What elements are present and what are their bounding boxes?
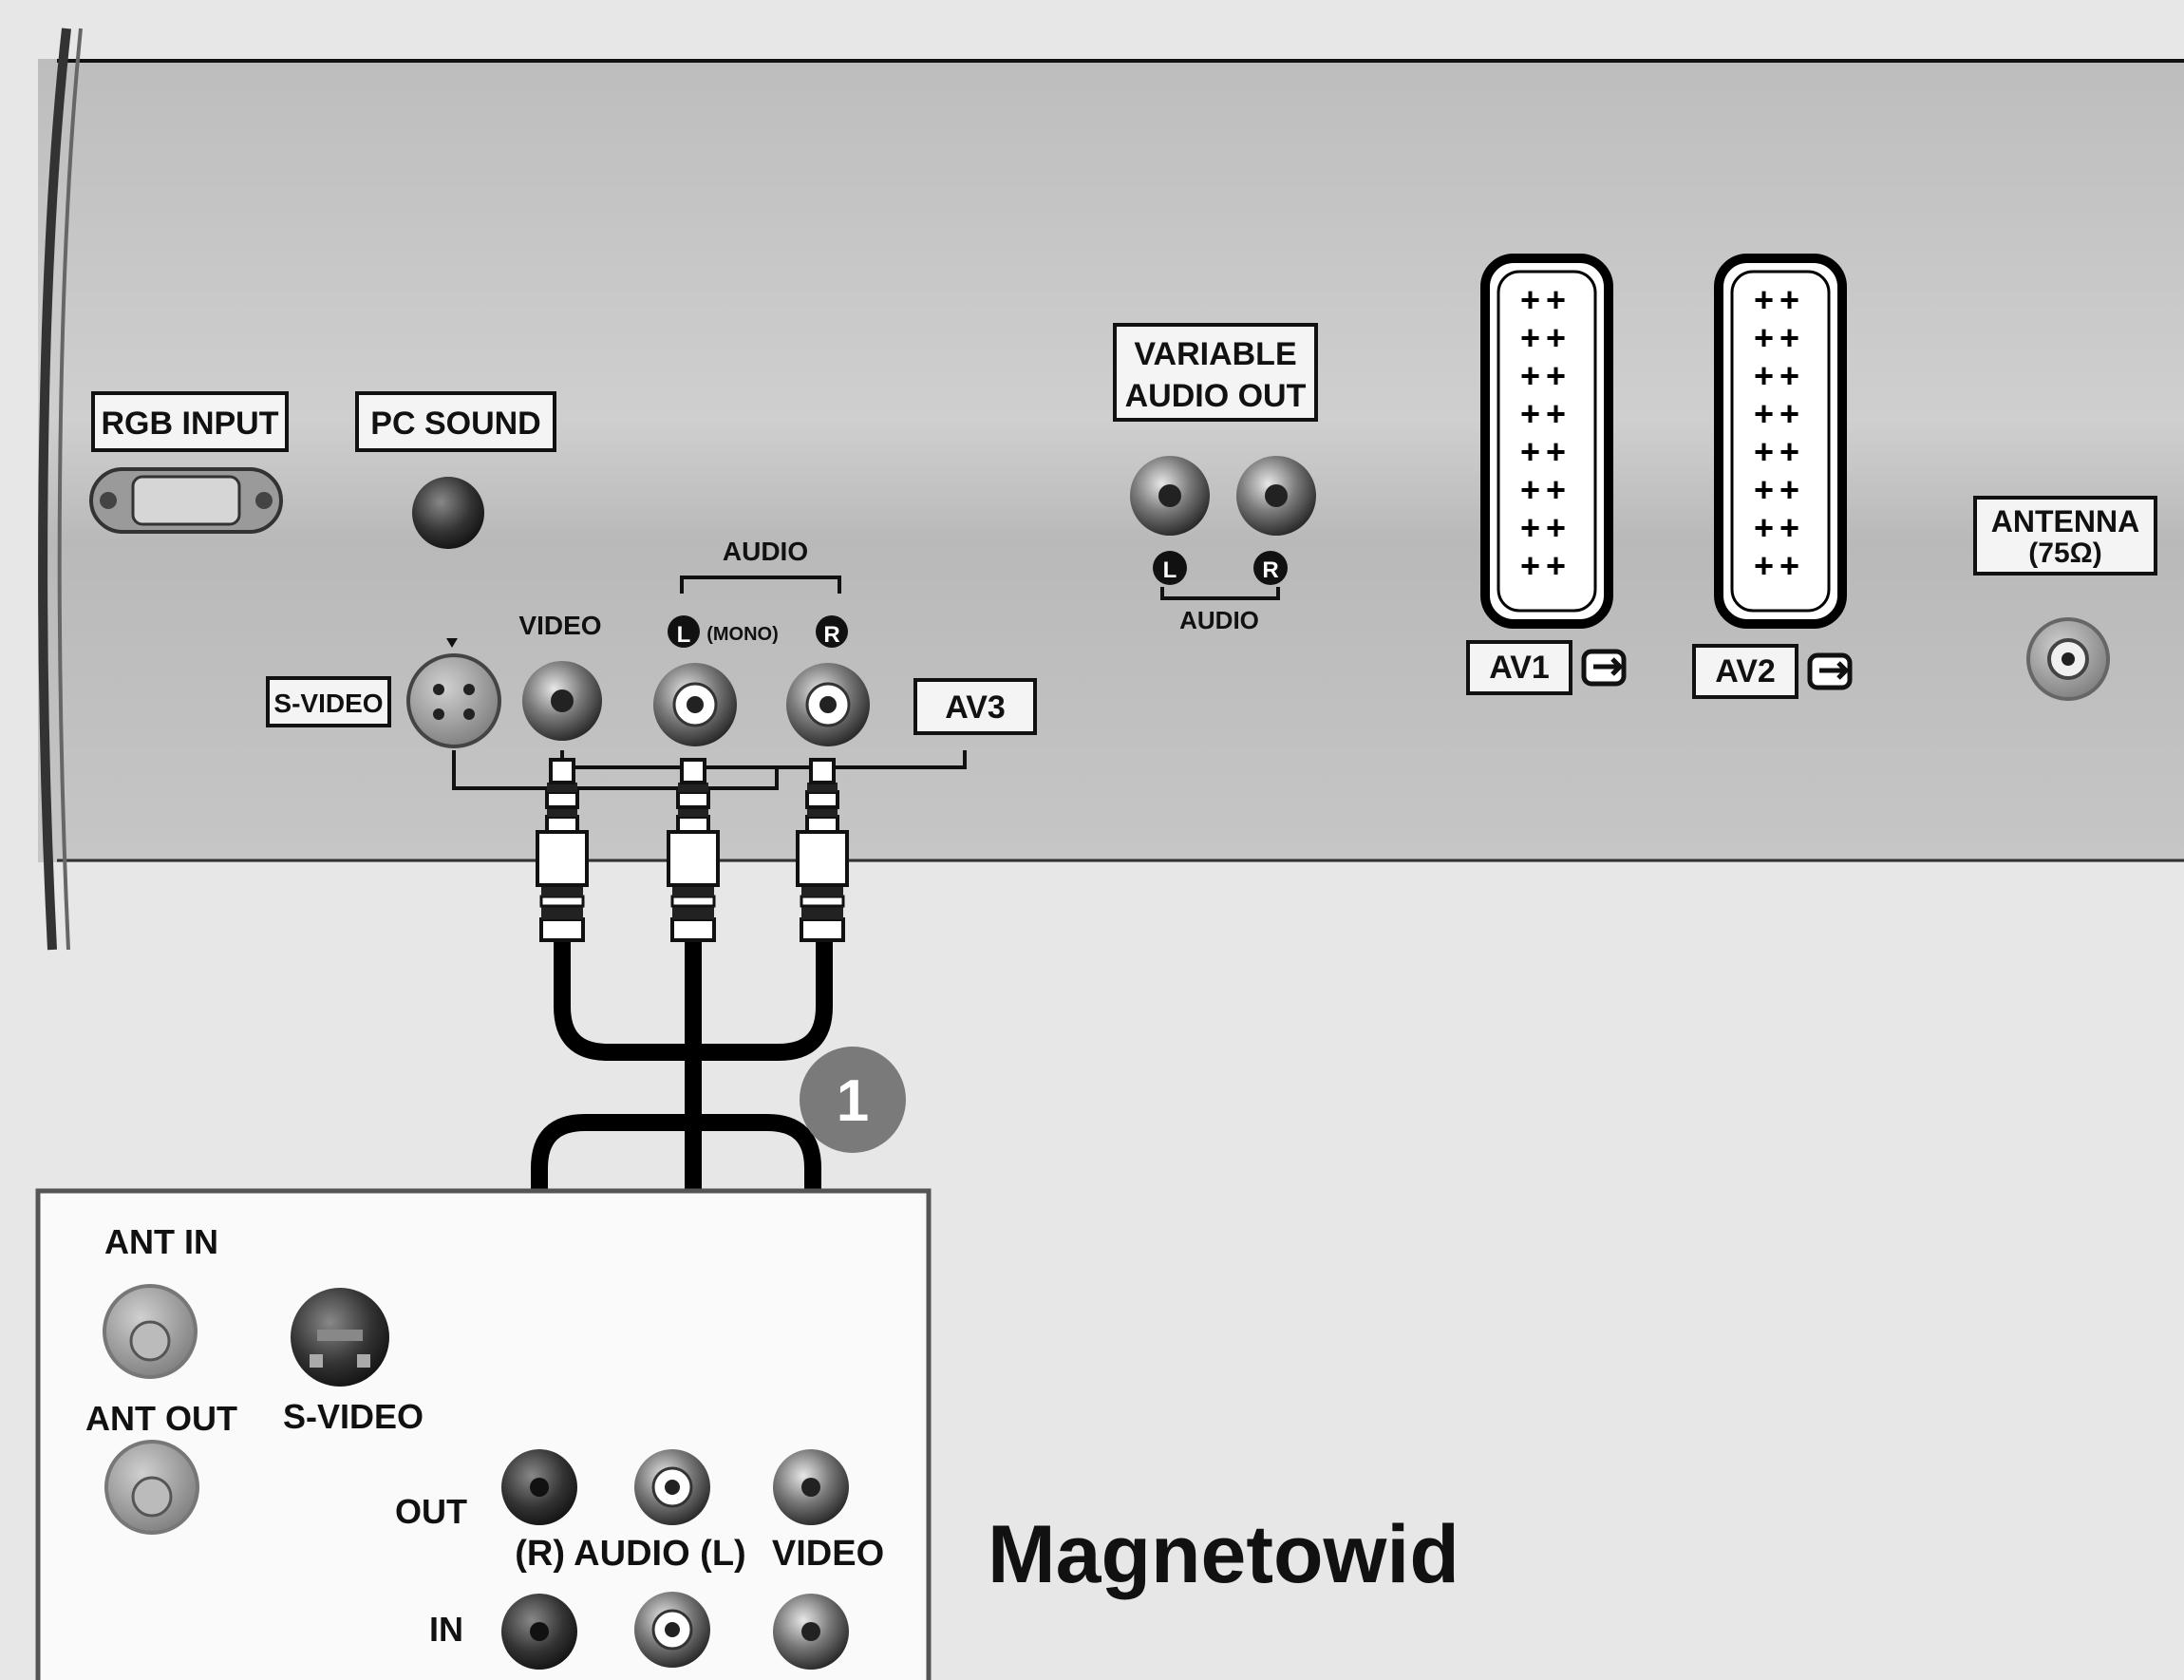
audio-l-jack [653,663,737,746]
vcr-out-audio-l-jack [634,1449,710,1525]
var-r-badge-text: R [1262,557,1278,583]
svg-text:++: ++ [1754,394,1805,433]
audio-l-badge [668,615,700,648]
vcr-panel: ANT IN ANT OUT S-VIDEO OUT [35,1188,932,1680]
rgb-input-label-box [91,391,289,452]
s-video-marker-icon [446,638,458,648]
panel-curved-edge-inner [57,28,83,951]
av3-label-box [913,678,1037,735]
s-video-label-box [266,676,391,727]
svg-text:++: ++ [1520,470,1572,509]
svg-text:++: ++ [1520,394,1572,433]
vcr-s-video-label: S-VIDEO [283,1397,424,1436]
av1-scart-icon [1581,649,1627,687]
svg-text:++: ++ [1520,356,1572,395]
antenna-label-box [1973,496,2157,576]
vcr-in-audio-l-jack [634,1592,710,1668]
audio-r-jack [786,663,870,746]
audio-r-badge-text: R [823,622,839,648]
av2-label-box [1692,644,1798,699]
pc-sound-jack [412,477,484,549]
video-jack-label: VIDEO [518,611,601,640]
av1-label: AV1 [1489,650,1550,686]
vcr-ant-in-label: ANT IN [104,1222,218,1261]
vcr-panel-body [35,1188,932,1680]
svg-text:++: ++ [1754,470,1805,509]
vcr-out-audio-r-jack [501,1449,577,1525]
svg-text:++: ++ [1754,508,1805,547]
svg-text:++: ++ [1754,318,1805,357]
tv-panel-body [38,59,2184,862]
antenna-jack [2026,617,2110,701]
var-audio-bracket [1160,587,1280,600]
svg-text:++: ++ [1520,432,1572,471]
var-l-badge [1153,551,1187,585]
audio-r-badge [816,615,848,648]
svg-text:++: ++ [1520,508,1572,547]
svg-text:++: ++ [1754,546,1805,585]
step-badge-number: 1 [837,1068,869,1134]
vcr-out-label: OUT [395,1492,467,1531]
vcr-in-video-jack [773,1594,849,1670]
svg-text:++: ++ [1754,280,1805,319]
av3-label: AV3 [945,689,1006,726]
audio-group-label: AUDIO [723,537,808,566]
audio-mono-label: (MONO) [706,624,779,645]
var-audio-label: AUDIO [1179,606,1259,634]
vcr-ant-in-jack [103,1284,198,1379]
svg-text:++: ++ [1754,432,1805,471]
video-jack [522,661,602,741]
variable-audio-r-jack [1236,456,1316,536]
svg-text:++: ++ [1520,546,1572,585]
rgb-input-port [89,467,283,534]
step-badge [800,1047,906,1153]
rca-cable-set [513,758,849,1388]
var-l-badge-text: L [1163,557,1177,583]
audio-l-badge-text: L [677,622,691,648]
s-video-jack [406,653,501,748]
pc-sound-label: PC SOUND [370,406,540,442]
antenna-label-line1: ANTENNA [1991,504,2139,538]
av1-label-box [1466,640,1572,695]
vcr-out-video-jack [773,1449,849,1525]
variable-audio-out-label-line2: AUDIO OUT [1125,378,1307,414]
variable-audio-out-label-box [1113,323,1318,422]
svg-text:++: ++ [1754,356,1805,395]
vcr-audio-row-label: (R) AUDIO (L) [515,1534,745,1574]
svg-text:++: ++ [1520,280,1572,319]
panel-curved-edge [38,28,71,951]
variable-audio-l-jack [1130,456,1210,536]
av1-scart-connector: ++ ++ ++ ++ ++ ++ ++ ++ [1485,258,1609,624]
s-video-label: S-VIDEO [273,689,383,718]
var-r-badge [1253,551,1288,585]
vcr-ant-out-label: ANT OUT [85,1399,237,1438]
svg-text:++: ++ [1520,318,1572,357]
av2-scart-connector: ++ ++ ++ ++ ++ ++ ++ ++ [1719,258,1842,624]
vcr-ant-out-jack [104,1440,199,1535]
cable-loop-lower [531,1114,821,1215]
av2-scart-icon [1807,652,1853,690]
antenna-label-line2: (75Ω) [2028,538,2101,569]
device-title: Magnetowid [988,1509,1459,1600]
tv-back-panel: RGB INPUT PC SOUND AUDIO VIDEO L (MONO) … [38,28,2184,951]
vcr-in-audio-r-jack [501,1594,577,1670]
av2-label: AV2 [1715,653,1776,689]
pc-sound-label-box [355,391,556,452]
variable-audio-out-label-line1: VARIABLE [1134,336,1296,372]
vcr-in-label: IN [429,1610,463,1649]
vcr-s-video-jack [291,1288,389,1387]
audio-group-bracket [680,576,841,594]
rgb-input-label: RGB INPUT [102,406,279,442]
vcr-video-label: VIDEO [772,1534,884,1574]
